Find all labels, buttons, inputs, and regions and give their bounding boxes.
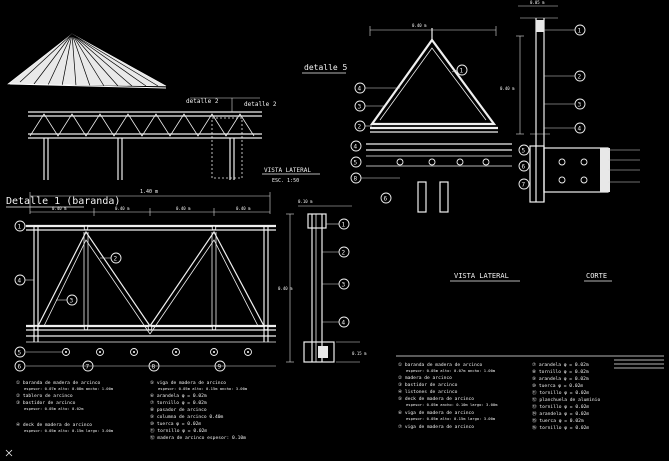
dim-col-top: 0.05 m bbox=[530, 0, 545, 5]
svg-text:1: 1 bbox=[460, 68, 464, 75]
legend-right-1-7: ⑥ viga de madera de arcinco bbox=[398, 410, 474, 416]
dim-seg-3: 0.40 m bbox=[176, 206, 191, 211]
detalle-1-title: Detalle 1 (baranda) bbox=[6, 196, 120, 207]
legend-right-2-3: ⑩ tuerca φ = 0.02m bbox=[532, 383, 583, 389]
svg-text:4: 4 bbox=[354, 144, 358, 151]
legend-left-1-4: espesor: 0.05m alto: 0.02m bbox=[24, 406, 84, 411]
legend-right-1-5: ⑤ deck de madera de arcinco bbox=[398, 396, 474, 402]
legend-right-2-9: ⑯ tornillo φ = 0.02m bbox=[532, 424, 589, 431]
corte-title: CORTE bbox=[586, 272, 607, 280]
dim-section-height: 0.40 m bbox=[278, 286, 293, 291]
legend-right-1-6: espesor: 0.05m ancho: 0.10m largo: 3.00m bbox=[406, 402, 498, 407]
corner-x-mark bbox=[5, 449, 13, 457]
dim-section-base: 0.15 m bbox=[352, 351, 367, 356]
legend-right-1-0: ① baranda de madera de arcinco bbox=[398, 362, 483, 368]
svg-text:2: 2 bbox=[342, 250, 346, 257]
legend-left-1-6: espesor: 0.05m alto: 0.15m largo: 3.00m bbox=[24, 428, 114, 433]
svg-text:8: 8 bbox=[152, 364, 156, 371]
legend-right: ① baranda de madera de arcinco espesor: … bbox=[396, 355, 664, 431]
svg-text:3: 3 bbox=[70, 298, 74, 305]
detalle-5-deck: 4 5 8 6 bbox=[350, 140, 512, 213]
dim-col-height: 0.40 m bbox=[500, 86, 515, 91]
dim-seg-1: 0.40 m bbox=[52, 206, 67, 211]
legend-right-2-2: ⑨ arandela φ = 0.02m bbox=[532, 376, 589, 382]
legend-left-1-3: ③ bastidor de arcinco bbox=[16, 400, 76, 406]
legend-right-2-7: ⑭ arandela φ = 0.02m bbox=[532, 410, 589, 417]
svg-text:5: 5 bbox=[354, 160, 358, 167]
svg-text:6: 6 bbox=[522, 164, 526, 171]
legend-left-1-1: espesor: 0.07m alto: 0.08m ancho: 1.00m bbox=[24, 386, 114, 391]
svg-text:5: 5 bbox=[522, 148, 526, 155]
legend-right-2-8: ⑮ tuerca φ = 0.02m bbox=[532, 417, 584, 424]
dim-section-top: 0.10 m bbox=[298, 199, 313, 204]
svg-text:4: 4 bbox=[18, 278, 22, 285]
detalle-1-section: 1 2 3 4 0.10 m 0.40 m 0.15 m bbox=[278, 199, 367, 363]
legend-right-2-1: ⑧ tornillo φ = 0.02m bbox=[532, 369, 589, 375]
legend-left-1-2: ② tablero de arcinco bbox=[16, 393, 73, 399]
legend-left-1-0: ① baranda de madera de arcinco bbox=[16, 380, 101, 386]
legend-left-2-3: ⑦ tornillo φ = 0.02m bbox=[150, 400, 207, 406]
detalle-1-truss: 1.40 m 0.40 m 0.40 m 0.40 m 0.40 m 1 2 bbox=[14, 189, 276, 372]
legend-right-1-3: ③ bastidor de arcinco bbox=[398, 382, 458, 388]
dim-seg-2: 0.40 m bbox=[115, 206, 130, 211]
svg-text:9: 9 bbox=[218, 364, 222, 371]
legend-left-2-8: ⑫ madera de arcinco espesor: 0.10m bbox=[150, 434, 246, 441]
svg-text:5: 5 bbox=[18, 350, 22, 357]
detalle-5-title: detalle 5 bbox=[304, 63, 348, 72]
legend-right-1-9: ⑦ viga de madera de arcinco bbox=[398, 424, 474, 430]
svg-text:3: 3 bbox=[342, 282, 346, 289]
thatched-roof-illustration bbox=[7, 33, 167, 89]
detalle-5-frame: 4 3 2 1 0.40 m bbox=[354, 23, 498, 133]
legend-left-2-0: ⑤ viga de madera de arcinco bbox=[150, 380, 226, 386]
svg-text:1: 1 bbox=[578, 28, 582, 35]
legend-left-2-6: ⑩ tuerca φ = 0.02m bbox=[150, 421, 201, 427]
legend-right-2-5: ⑫ planchuela de aluminio bbox=[532, 396, 600, 403]
legend-right-2-4: ⑪ tornillo φ = 0.02m bbox=[532, 389, 589, 396]
legend-right-2-6: ⑬ tornillo φ = 0.02m bbox=[532, 403, 589, 410]
dim-frame-top: 0.40 m bbox=[412, 23, 427, 28]
label-detalle-2: detalle 2 bbox=[186, 98, 219, 105]
svg-text:7: 7 bbox=[86, 364, 90, 371]
connection-plate-detail: 5 6 7 bbox=[518, 144, 640, 193]
side-view-truss-small bbox=[28, 97, 262, 180]
small-vista-lateral-title: VISTA LATERAL bbox=[264, 167, 311, 174]
svg-text:2: 2 bbox=[578, 74, 582, 81]
svg-text:3: 3 bbox=[578, 102, 582, 109]
label-detalle-2b: detalle 2 bbox=[244, 101, 277, 108]
legend-left-2-7: ⑪ tornillo φ = 0.02m bbox=[150, 427, 207, 434]
legend-left-2-4: ⑧ pasador de arcinco bbox=[150, 407, 207, 413]
legend-right-2-0: ⑦ arandela φ = 0.02m bbox=[532, 362, 589, 368]
vista-lateral-title: VISTA LATERAL bbox=[454, 272, 509, 280]
small-scale-label: ESC. 1:50 bbox=[272, 178, 299, 184]
svg-text:6: 6 bbox=[384, 196, 388, 203]
svg-text:1: 1 bbox=[342, 222, 346, 229]
legend-left-2-2: ⑥ arandela φ = 0.02m bbox=[150, 393, 207, 399]
legend-right-1-2: ② madera de arcinco bbox=[398, 375, 452, 381]
legend-right-1-4: ④ listones de arcinco bbox=[398, 389, 458, 395]
legend-left-2-1: espesor: 0.05m alto: 0.15m ancho: 3.00m bbox=[158, 386, 248, 391]
svg-text:2: 2 bbox=[358, 124, 362, 131]
dim-seg-4: 0.40 m bbox=[236, 206, 251, 211]
svg-text:3: 3 bbox=[358, 104, 362, 111]
svg-text:4: 4 bbox=[578, 126, 582, 133]
legend-right-1-1: espesor: 0.05m alto: 0.07m ancho: 1.00m bbox=[406, 368, 496, 373]
legend-right-1-8: espesor: 0.05m alto: 0.15m largo: 3.00m bbox=[406, 416, 496, 421]
svg-text:1: 1 bbox=[18, 224, 22, 231]
legend-left-1-5: ④ deck de madera de arcinco bbox=[16, 422, 92, 428]
vertical-section-column: 1 2 3 4 0.05 m 0.40 m bbox=[500, 0, 586, 203]
dim-top-span: 1.40 m bbox=[140, 189, 158, 195]
svg-text:4: 4 bbox=[358, 86, 362, 93]
legend-left-2-5: ⑨ columna de arcinco 0.40m bbox=[150, 414, 223, 420]
svg-text:6: 6 bbox=[18, 364, 22, 371]
svg-text:4: 4 bbox=[342, 320, 346, 327]
legend-left: ① baranda de madera de arcinco espesor: … bbox=[16, 380, 248, 441]
svg-text:2: 2 bbox=[114, 256, 118, 263]
svg-text:8: 8 bbox=[354, 176, 358, 183]
svg-text:7: 7 bbox=[522, 182, 526, 189]
